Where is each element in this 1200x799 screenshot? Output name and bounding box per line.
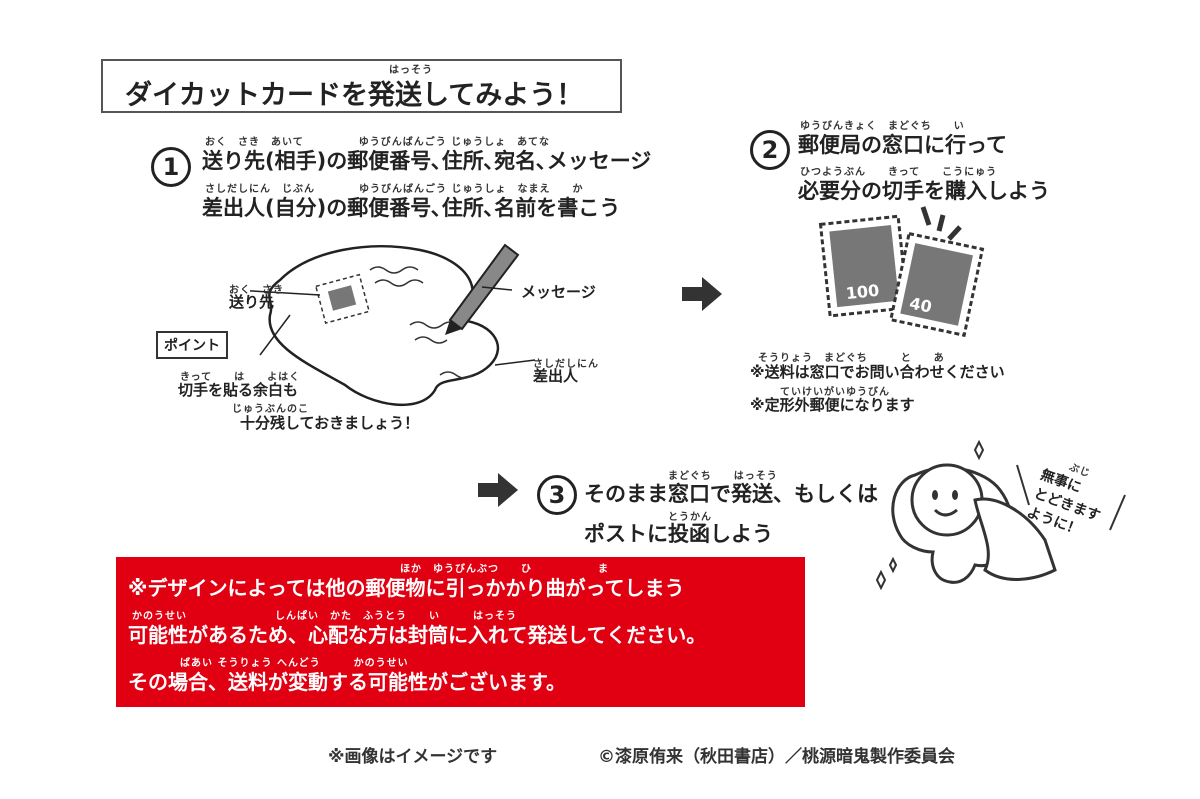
point-ruby1: きって は よはく bbox=[180, 372, 301, 383]
step1-number: 1 bbox=[151, 147, 191, 187]
stamp-100-icon: 100 bbox=[818, 214, 910, 318]
leader-line bbox=[481, 286, 513, 291]
step2-line2: 必要分の切手を購入しよう bbox=[798, 179, 1050, 203]
character-illustration bbox=[875, 440, 1057, 591]
character-eye bbox=[952, 490, 958, 500]
warning-line1: ※デザインによっては他の郵便物に引っかかり曲がってしまう bbox=[128, 576, 685, 600]
sparkle-icon bbox=[973, 440, 985, 461]
step3-number: 3 bbox=[537, 475, 577, 515]
step1-line2: 差出人(自分)の郵便番号､住所､名前を書こう bbox=[202, 196, 621, 220]
warning-line3: その場合、送料が変動する可能性がございます。 bbox=[128, 670, 566, 694]
sparkle-line bbox=[936, 214, 946, 232]
leader-line bbox=[494, 359, 536, 366]
stamp-placeholder bbox=[327, 285, 357, 311]
sashidashinin-label: 差出人 bbox=[533, 367, 579, 385]
stamps-illustration: 100 40 bbox=[818, 206, 985, 338]
character-eye bbox=[932, 490, 938, 500]
arrow-right-icon bbox=[682, 277, 722, 311]
message-line bbox=[414, 336, 448, 344]
sender-line bbox=[439, 371, 473, 379]
point-ruby2: じゅうぶんのこ bbox=[232, 404, 309, 415]
page-title: ダイカットカードを発送してみよう！ bbox=[125, 80, 584, 111]
warning-ruby3: ばあい そうりょう へんどう かのうせい bbox=[180, 658, 409, 669]
step2-note1: ※送料は窓口でお問い合わせください bbox=[750, 363, 1005, 381]
step2-note-ruby2: ていけいがいゆうびん bbox=[780, 387, 890, 398]
warning-line2: 可能性があるため、心配な方は封筒に入れて発送してください。 bbox=[128, 623, 707, 647]
stamp-40-icon: 40 bbox=[889, 231, 985, 338]
address-line bbox=[374, 279, 424, 287]
step2-line1: 郵便局の窓口に行って bbox=[798, 133, 1007, 157]
hand-icon bbox=[973, 497, 1057, 581]
sparkle-line bbox=[920, 206, 932, 226]
card-illustration bbox=[250, 243, 536, 406]
character-smile bbox=[933, 508, 958, 517]
point-line2: 十分残しておきましょう！ bbox=[240, 414, 420, 432]
step1-ruby1: おく さき あいて ゆうびんばんごう じゅうしょ あてな bbox=[205, 137, 550, 148]
svg-text:100: 100 bbox=[845, 281, 880, 303]
leader-line bbox=[259, 314, 291, 356]
sparkle-icon bbox=[888, 556, 898, 574]
speech-marks bbox=[1016, 464, 1126, 531]
step2-ruby2: ひつようぶん きって こうにゅう bbox=[800, 167, 998, 178]
message-label: メッセージ bbox=[521, 283, 596, 301]
title-ruby: はっそう bbox=[389, 65, 433, 76]
step3-line1: そのまま窓口で発送、もしくは bbox=[584, 482, 878, 506]
point-line1: 切手を貼る余白も bbox=[178, 381, 299, 399]
copyright: ©漆原侑来（秋田書店）／桃源暗鬼製作委員会 bbox=[598, 747, 955, 767]
warning-box bbox=[116, 557, 805, 707]
leader-line bbox=[250, 290, 321, 296]
step2-note-ruby1: そうりょう まどぐち と あ bbox=[758, 353, 945, 364]
arrow-right-icon bbox=[478, 473, 518, 507]
sashidashinin-ruby: さしだしにん bbox=[533, 359, 599, 370]
warning-ruby1: ほか ゆうびんぶつ ひ ま bbox=[400, 564, 609, 575]
step3-line2: ポストに投函しよう bbox=[584, 522, 773, 546]
svg-text:40: 40 bbox=[908, 293, 934, 316]
pen-tip bbox=[445, 320, 462, 335]
card-outline bbox=[268, 245, 500, 406]
sparkle-line bbox=[947, 225, 962, 241]
step1-ruby2: さしだしにん じぶん ゆうびんばんごう じゅうしょ なまえ か bbox=[205, 184, 584, 195]
address-line bbox=[369, 266, 419, 274]
title-box bbox=[101, 59, 622, 113]
step1-line1: 送り先(相手)の郵便番号､住所､宛名､メッセージ bbox=[202, 149, 652, 173]
character-head bbox=[910, 463, 984, 537]
image-note: ※画像はイメージです bbox=[328, 747, 498, 767]
okurisaki-ruby: おく さき bbox=[229, 285, 284, 296]
step3-ruby1: まどぐち はっそう bbox=[668, 471, 778, 482]
sparkle-icon bbox=[875, 569, 887, 591]
warning-ruby2: かのうせい しんぱい かた ふうとう い はっそう bbox=[132, 611, 517, 622]
okurisaki-label: 送り先 bbox=[229, 293, 275, 311]
step2-ruby1: ゆうびんきょく まどぐち い bbox=[800, 121, 965, 132]
step3-ruby2: とうかん bbox=[668, 512, 712, 523]
step2-number: 2 bbox=[750, 130, 790, 170]
step2-note2: ※定形外郵便になります bbox=[750, 396, 915, 414]
point-label: ポイント bbox=[156, 331, 228, 359]
